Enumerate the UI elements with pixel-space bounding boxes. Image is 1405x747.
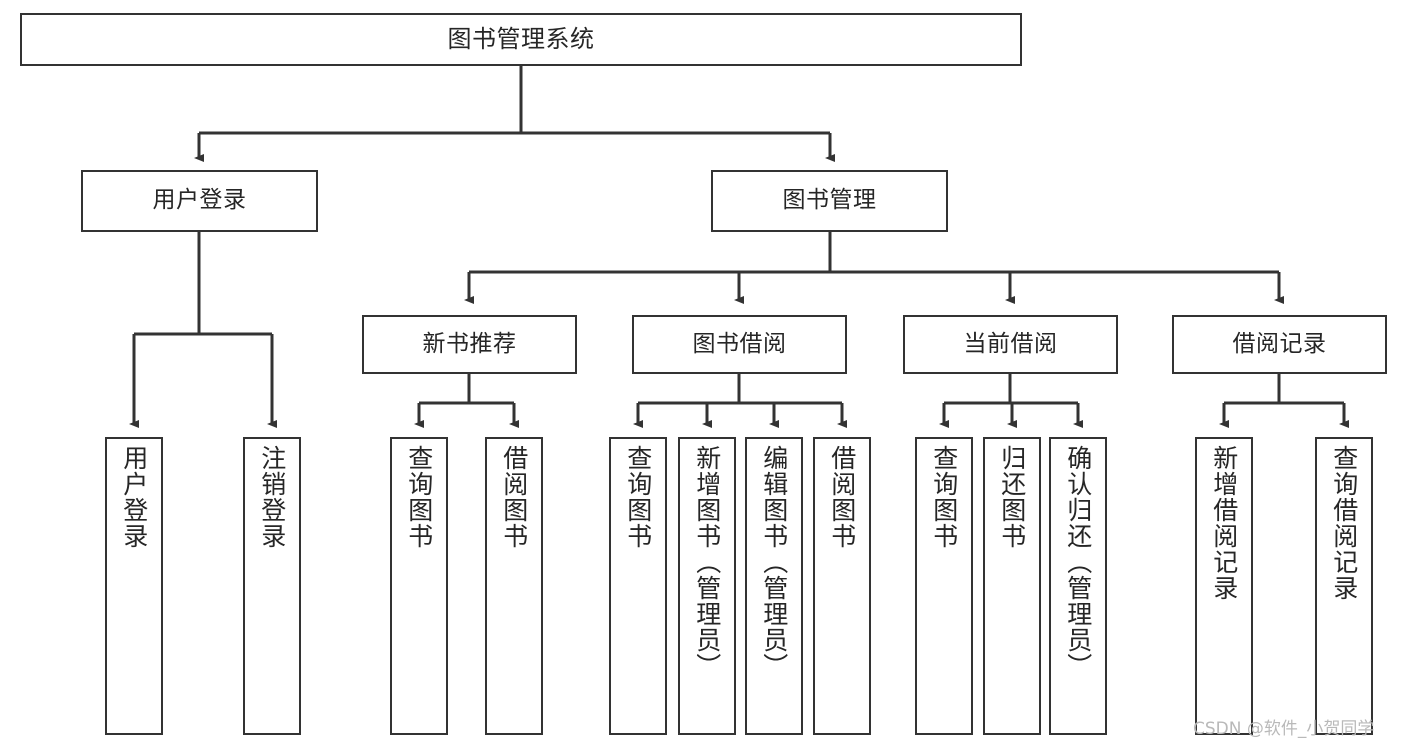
node-leaf-return-book[interactable]: 归还图书 [983, 437, 1041, 735]
node-leaf-user-login[interactable]: 用户登录 [105, 437, 163, 735]
watermark-text: CSDN @软件_小贺同学 [1193, 719, 1375, 739]
node-leaf-user-login-label: 用户登录 [119, 445, 149, 549]
node-new-book-recommend-label: 新书推荐 [422, 330, 517, 357]
node-book-manage[interactable]: 图书管理 [711, 170, 948, 232]
node-leaf-logout[interactable]: 注销登录 [243, 437, 301, 735]
node-borrow-record-label: 借阅记录 [1232, 330, 1327, 357]
node-root[interactable]: 图书管理系统 [20, 13, 1022, 66]
node-new-book-recommend[interactable]: 新书推荐 [362, 315, 577, 374]
node-leaf-query-book-2[interactable]: 查询图书 [609, 437, 667, 735]
node-leaf-query-book-2-label: 查询图书 [623, 445, 653, 549]
node-user-login-label: 用户登录 [152, 187, 247, 214]
node-leaf-query-book-1[interactable]: 查询图书 [390, 437, 448, 735]
node-leaf-borrow-book-2[interactable]: 借阅图书 [813, 437, 871, 735]
node-root-label: 图书管理系统 [447, 25, 595, 54]
node-leaf-add-record[interactable]: 新增借阅记录 [1195, 437, 1253, 735]
node-current-borrow-label: 当前借阅 [963, 330, 1058, 357]
node-leaf-query-record-label: 查询借阅记录 [1329, 445, 1359, 601]
node-book-manage-label: 图书管理 [782, 187, 877, 214]
node-leaf-query-book-3-label: 查询图书 [929, 445, 959, 549]
node-leaf-add-book-label: 新增图书（管理员） [692, 445, 722, 679]
node-leaf-borrow-book-1-label: 借阅图书 [499, 445, 529, 549]
node-leaf-query-record[interactable]: 查询借阅记录 [1315, 437, 1373, 735]
node-current-borrow[interactable]: 当前借阅 [903, 315, 1118, 374]
node-leaf-confirm-return-label: 确认归还（管理员） [1063, 445, 1093, 679]
node-leaf-query-book-1-label: 查询图书 [404, 445, 434, 549]
node-borrow-record[interactable]: 借阅记录 [1172, 315, 1387, 374]
node-leaf-query-book-3[interactable]: 查询图书 [915, 437, 973, 735]
node-leaf-add-book[interactable]: 新增图书（管理员） [678, 437, 736, 735]
node-book-borrow-label: 图书借阅 [692, 330, 787, 357]
node-book-borrow[interactable]: 图书借阅 [632, 315, 847, 374]
node-leaf-edit-book[interactable]: 编辑图书（管理员） [745, 437, 803, 735]
node-user-login[interactable]: 用户登录 [81, 170, 318, 232]
node-leaf-confirm-return[interactable]: 确认归还（管理员） [1049, 437, 1107, 735]
node-leaf-borrow-book-1[interactable]: 借阅图书 [485, 437, 543, 735]
node-leaf-return-book-label: 归还图书 [997, 445, 1027, 549]
node-leaf-borrow-book-2-label: 借阅图书 [827, 445, 857, 549]
node-leaf-add-record-label: 新增借阅记录 [1209, 445, 1239, 601]
node-leaf-edit-book-label: 编辑图书（管理员） [759, 445, 789, 679]
node-leaf-logout-label: 注销登录 [257, 445, 287, 549]
